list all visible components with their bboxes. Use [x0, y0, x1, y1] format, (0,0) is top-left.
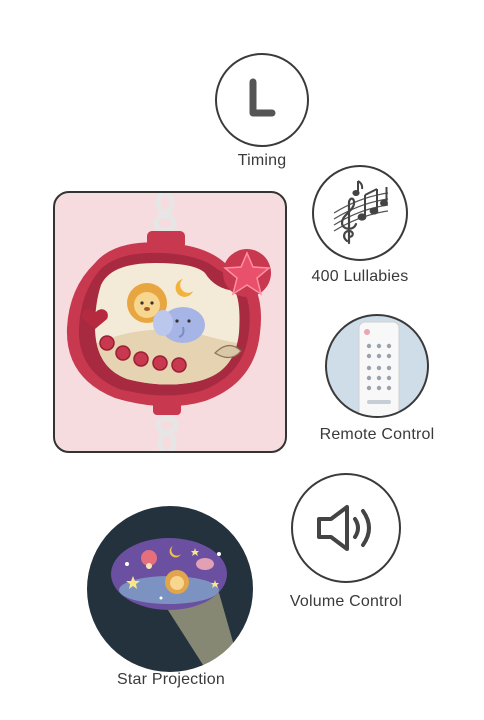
- projection-label: Star Projection: [117, 671, 225, 688]
- clock-l-icon: [249, 78, 276, 117]
- star-projection-image: [111, 538, 237, 668]
- timing-icon-circle: [215, 53, 309, 147]
- projection-circle: [87, 506, 253, 672]
- remote-control-image: [358, 321, 400, 416]
- timing-label: Timing: [237, 152, 287, 169]
- speaker-volume-icon: [317, 505, 371, 551]
- music-notes-icon: [333, 180, 389, 245]
- lullabies-label: 400 Lullabies: [311, 268, 409, 285]
- lullabies-icon-circle: [312, 165, 408, 261]
- volume-icon-circle: [291, 473, 401, 583]
- crib-mobile-music-box-image: [66, 193, 271, 451]
- volume-label: Volume Control: [289, 593, 403, 610]
- remote-label: Remote Control: [319, 426, 435, 443]
- product-image-card: [53, 191, 287, 453]
- remote-icon-circle: [325, 314, 429, 418]
